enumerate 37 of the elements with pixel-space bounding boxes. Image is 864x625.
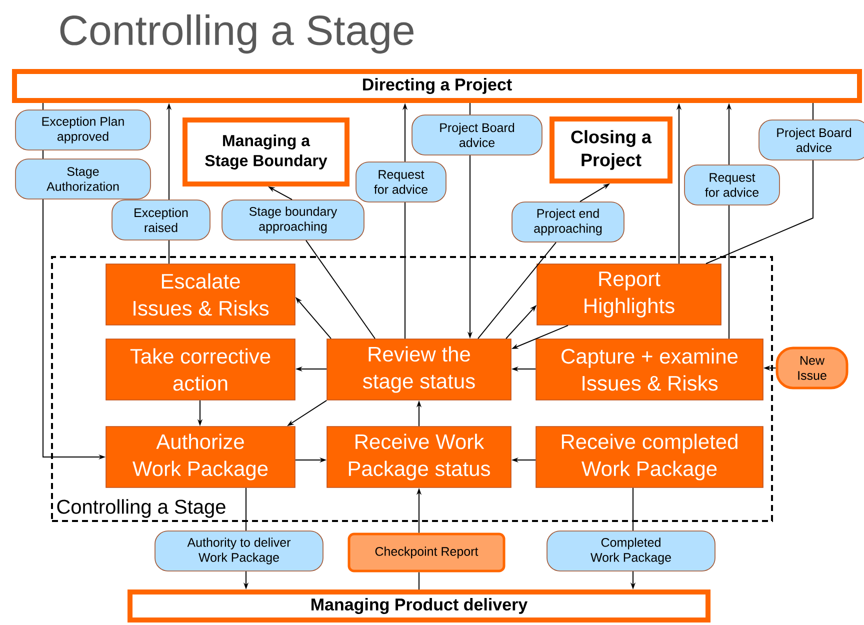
process-box: Managing Product delivery xyxy=(128,590,710,622)
process-box: Capture + examine Issues & Risks xyxy=(536,338,764,400)
process-box: Closing a Project xyxy=(550,116,672,184)
process-box: Receive Work Package status xyxy=(326,426,512,488)
message-pill: Request for advice xyxy=(356,162,446,202)
process-box: Directing a Project xyxy=(12,69,862,103)
connector-line xyxy=(812,102,814,120)
connector-line xyxy=(728,204,730,340)
message-pill: Exception raised xyxy=(112,200,210,240)
connector-line xyxy=(632,487,634,532)
connector-line xyxy=(404,202,406,340)
process-box: Authorize Work Package xyxy=(106,426,296,488)
message-pill: Stage boundary approaching xyxy=(222,200,364,240)
message-pill: Completed Work Package xyxy=(546,530,716,572)
input-pill: New Issue xyxy=(776,346,848,390)
process-box: Escalate Issues & Risks xyxy=(106,264,296,326)
connector-line xyxy=(706,160,814,264)
message-pill: Project Board advice xyxy=(758,120,864,160)
process-box: Receive completed Work Package xyxy=(536,426,764,488)
report-box: Checkpoint Report xyxy=(348,532,506,572)
connector-line xyxy=(478,242,556,340)
message-pill: Project Board advice xyxy=(412,114,542,156)
process-box: Managing a Stage Boundary xyxy=(182,118,350,186)
diagram-title: Controlling a Stage xyxy=(60,14,414,54)
message-pill: Exception Plan approved xyxy=(15,110,151,150)
process-box: Review the stage status xyxy=(326,338,512,400)
process-box: Report Highlights xyxy=(536,264,722,326)
connector-line xyxy=(306,240,376,340)
process-box: Take corrective action xyxy=(106,338,296,400)
message-pill: Request for advice xyxy=(684,164,780,206)
message-pill: Stage Authorization xyxy=(15,158,151,200)
message-pill: Project end approaching xyxy=(512,202,624,242)
message-pill: Authority to deliver Work Package xyxy=(154,530,324,572)
connector-line xyxy=(418,572,420,590)
connector-line xyxy=(168,240,170,264)
connector-line xyxy=(42,102,44,110)
connector-line xyxy=(42,150,44,160)
